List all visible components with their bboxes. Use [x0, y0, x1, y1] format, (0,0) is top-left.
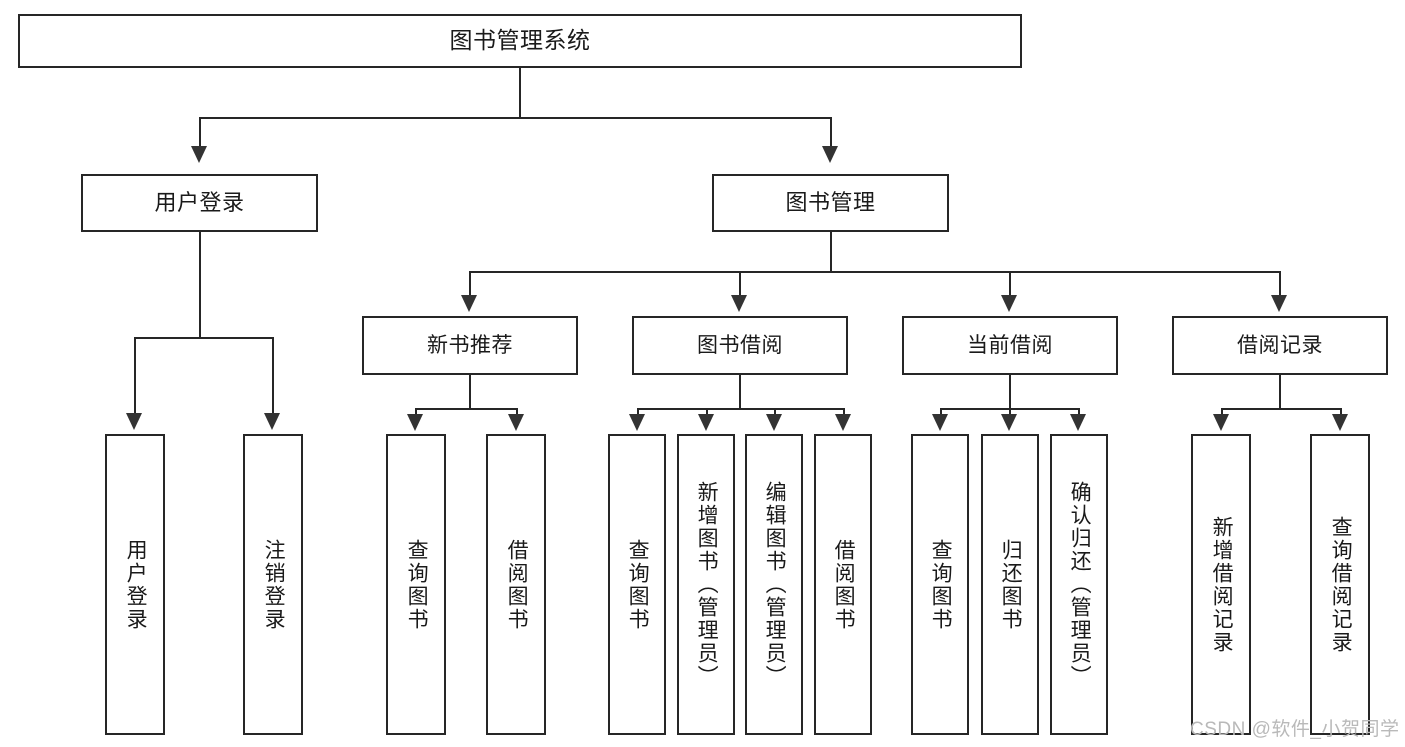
connector-borrowrecord-drop-1: [1221, 408, 1223, 417]
connector-bookmgmt-bus: [469, 271, 1280, 273]
connector-newbook-stem: [469, 375, 471, 408]
leaf-borrow-book[interactable]: 借阅图书: [814, 434, 872, 735]
arrow-to-leaf-logout: [264, 413, 280, 430]
connector-bookmgmt-drop-3: [1009, 271, 1011, 295]
arrow-to-leaf-user-login: [126, 413, 142, 430]
connector-userlogin-stem: [199, 232, 201, 337]
node-book-management[interactable]: 图书管理: [712, 174, 949, 232]
leaf-return-book[interactable]: 归还图书: [981, 434, 1039, 735]
leaf-add-book-admin[interactable]: 新增图书（管理员）: [677, 434, 735, 735]
connector-root-drop-right: [830, 117, 832, 146]
leaf-query-book-borrow[interactable]: 查询图书: [608, 434, 666, 735]
connector-currentborrow-drop-2: [1009, 408, 1011, 417]
node-borrow-record[interactable]: 借阅记录: [1172, 316, 1388, 375]
node-label: 用户登录: [124, 538, 148, 631]
arrow-to-leaf-query-book-a: [407, 414, 423, 431]
arrow-to-leaf-query-book-b: [629, 414, 645, 431]
arrow-to-leaf-add-record: [1213, 414, 1229, 431]
connector-bookborrow-stem: [739, 375, 741, 408]
connector-newbook-bus: [415, 408, 517, 410]
node-label: 查询借阅记录: [1329, 515, 1353, 654]
node-label: 查询图书: [626, 538, 650, 631]
node-label: 新书推荐: [427, 333, 513, 357]
node-label: 图书借阅: [697, 333, 783, 357]
connector-currentborrow-stem: [1009, 375, 1011, 408]
arrow-to-borrow-record: [1271, 295, 1287, 312]
connector-root-drop-left: [199, 117, 201, 146]
leaf-add-borrow-record[interactable]: 新增借阅记录: [1191, 434, 1251, 735]
connector-root-stem: [519, 68, 521, 117]
connector-currentborrow-drop-1: [940, 408, 942, 417]
connector-borrowrecord-drop-2: [1340, 408, 1342, 417]
leaf-user-login[interactable]: 用户登录: [105, 434, 165, 735]
arrow-to-leaf-confirm-return: [1070, 414, 1086, 431]
connector-bookborrow-drop-4: [843, 408, 845, 417]
arrow-to-leaf-borrow-book-b: [835, 414, 851, 431]
node-label: 确认归还（管理员）: [1068, 481, 1092, 688]
leaf-confirm-return-admin[interactable]: 确认归还（管理员）: [1050, 434, 1108, 735]
connector-bookmgmt-drop-1: [469, 271, 471, 295]
node-label: 查询图书: [929, 538, 953, 631]
node-label: 当前借阅: [967, 333, 1053, 357]
arrow-to-leaf-add-book: [698, 414, 714, 431]
node-label: 查询图书: [405, 538, 429, 631]
arrow-to-user-login: [191, 146, 207, 163]
leaf-borrow-book-recommend[interactable]: 借阅图书: [486, 434, 546, 735]
node-label: 借阅图书: [832, 538, 856, 631]
node-user-login[interactable]: 用户登录: [81, 174, 318, 232]
arrow-to-leaf-query-record: [1332, 414, 1348, 431]
node-label: 借阅图书: [505, 538, 529, 631]
connector-bookborrow-drop-2: [706, 408, 708, 417]
connector-bookmgmt-stem: [830, 232, 832, 271]
connector-bookmgmt-drop-4: [1279, 271, 1281, 295]
connector-currentborrow-drop-3: [1078, 408, 1080, 417]
node-book-borrow[interactable]: 图书借阅: [632, 316, 848, 375]
leaf-query-borrow-record[interactable]: 查询借阅记录: [1310, 434, 1370, 735]
connector-newbook-drop-2: [516, 408, 518, 417]
leaf-query-book-current[interactable]: 查询图书: [911, 434, 969, 735]
node-label: 归还图书: [999, 538, 1023, 631]
connector-bookmgmt-drop-2: [739, 271, 741, 295]
connector-root-bus: [199, 117, 830, 119]
leaf-edit-book-admin[interactable]: 编辑图书（管理员）: [745, 434, 803, 735]
connector-userlogin-drop-2: [272, 337, 274, 413]
node-label: 用户登录: [154, 189, 245, 215]
arrow-to-leaf-edit-book: [766, 414, 782, 431]
node-label: 借阅记录: [1237, 333, 1323, 357]
node-label: 编辑图书（管理员）: [763, 481, 787, 688]
connector-bookborrow-drop-1: [637, 408, 639, 417]
connector-userlogin-bus: [134, 337, 272, 339]
arrow-to-book-borrow: [731, 295, 747, 312]
connector-userlogin-drop-1: [134, 337, 136, 413]
node-current-borrow[interactable]: 当前借阅: [902, 316, 1118, 375]
arrow-to-current-borrow: [1001, 295, 1017, 312]
connector-bookborrow-drop-3: [774, 408, 776, 417]
connector-newbook-drop-1: [415, 408, 417, 417]
node-label: 新增借阅记录: [1210, 515, 1234, 654]
leaf-query-book-recommend[interactable]: 查询图书: [386, 434, 446, 735]
node-label: 图书管理系统: [449, 27, 591, 54]
arrow-to-leaf-borrow-book-a: [508, 414, 524, 431]
arrow-to-leaf-return-book: [1001, 414, 1017, 431]
connector-borrowrecord-stem: [1279, 375, 1281, 408]
node-label: 图书管理: [785, 189, 876, 215]
leaf-logout[interactable]: 注销登录: [243, 434, 303, 735]
arrow-to-leaf-query-book-c: [932, 414, 948, 431]
node-label: 新增图书（管理员）: [695, 481, 719, 688]
csdn-watermark: CSDN @软件_小贺同学: [1190, 719, 1400, 740]
connector-borrowrecord-bus: [1221, 408, 1340, 410]
arrow-to-new-book-rec: [461, 295, 477, 312]
node-new-book-recommend[interactable]: 新书推荐: [362, 316, 578, 375]
arrow-to-book-manage: [822, 146, 838, 163]
connector-bookborrow-bus: [637, 408, 843, 410]
node-root-system[interactable]: 图书管理系统: [18, 14, 1022, 68]
node-label: 注销登录: [262, 538, 286, 631]
